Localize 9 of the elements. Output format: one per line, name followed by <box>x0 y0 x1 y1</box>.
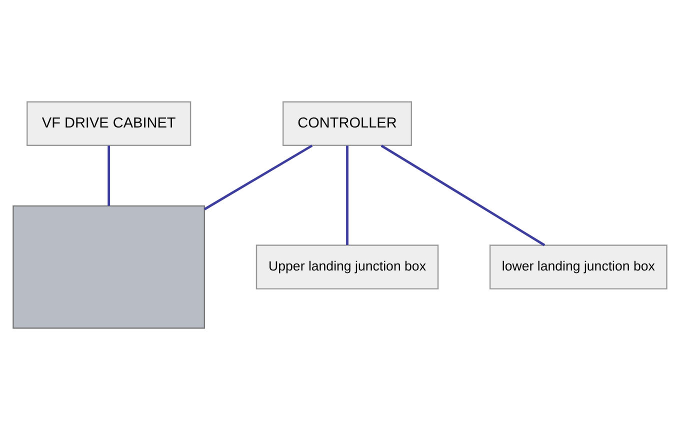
node-box: VF DRIVE CABINET <box>26 100 192 146</box>
node-box: CONTROLLER <box>282 100 412 146</box>
node-box: Upper landing junction box <box>256 244 439 289</box>
connector <box>380 144 546 246</box>
connector <box>204 144 313 210</box>
connector <box>108 145 110 206</box>
connector <box>346 145 348 244</box>
node-box <box>12 204 206 328</box>
node-box: lower landing junction box <box>489 244 668 289</box>
